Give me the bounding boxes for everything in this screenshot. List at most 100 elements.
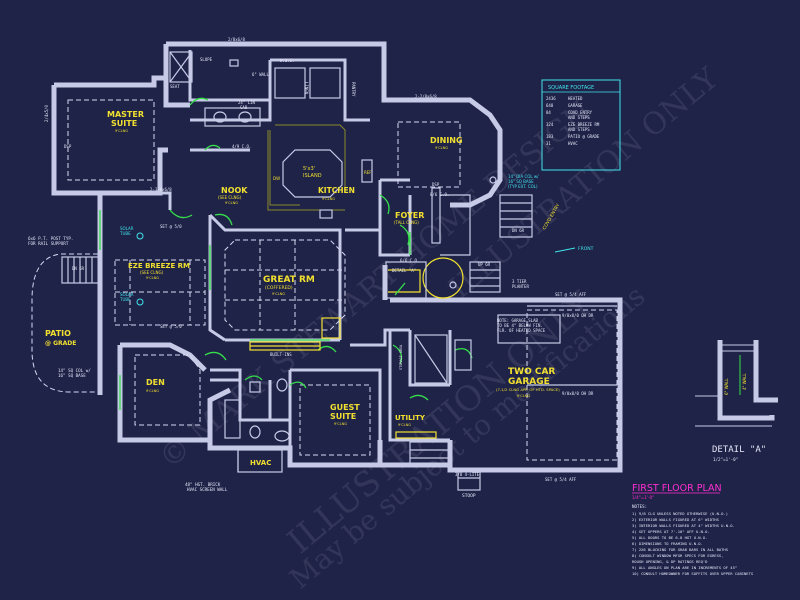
sqft-row-3-label-b: AND STEPS bbox=[568, 127, 590, 132]
sqft-row-1-label: GARAGE bbox=[568, 103, 583, 108]
annotations: 2/8x6/8 SLOPE SEAT 6" WALL 24" LIN CAB P… bbox=[44, 37, 594, 482]
ann-set-aff-2: SET @ 5/4 AFF bbox=[545, 477, 577, 482]
ann-top-door: 2/8x6/8 bbox=[228, 37, 245, 42]
ann-lin-lav: 24" LIN bbox=[238, 100, 255, 105]
utility-garage-details bbox=[395, 305, 617, 439]
ann-garage-door-1: 9/0x8/0 OH DR bbox=[562, 313, 594, 318]
plan-title: FIRST FLOOR PLAN bbox=[632, 483, 722, 494]
note-1: 1) 9/8 CLG UNLESS NOTED OTHERWISE (U.N.O… bbox=[632, 511, 728, 516]
ann-slope: SLOPE bbox=[200, 57, 213, 62]
den-label: DEN bbox=[146, 378, 165, 387]
den-clng: 9'CLNG bbox=[146, 389, 159, 393]
ann-window-a: 2-2/8x6/8 bbox=[415, 94, 437, 99]
ann-lin-lav-2: CAB bbox=[240, 105, 248, 110]
post-note-2: FOR RAIL SUPPORT bbox=[28, 241, 69, 246]
note-8b: ROUGH OPENING, & DP RATINGS REQ'D bbox=[632, 559, 708, 564]
built-ins-label: BUILT-INS bbox=[270, 352, 292, 357]
eze-breeze-sub: (SEE CLNG) bbox=[140, 270, 164, 275]
ann-garage-note-3: FLR. OF HEATED SPACE bbox=[497, 328, 546, 333]
utility-clng: 9'CLNG bbox=[398, 423, 411, 427]
kitchen-label: KITCHEN bbox=[318, 186, 355, 195]
patio-label-2: @ GRADE bbox=[45, 340, 76, 347]
island-label-1: 5'x3' bbox=[303, 166, 315, 172]
dw-label: DW bbox=[273, 176, 280, 181]
dining-label: DINING bbox=[430, 136, 463, 145]
sqft-row-5-num: 31 bbox=[546, 141, 551, 146]
cyan-callouts: SOLAR TUBE SOLAR TUBE 14" DIA COL w/ 16"… bbox=[119, 174, 594, 306]
note-3: 3) INTERIOR WALLS FIGURED AT 4" WIDTHS U… bbox=[632, 523, 735, 528]
ann-up-6r: UP 6R bbox=[478, 262, 491, 267]
sqft-row-2-num: 84 bbox=[546, 110, 551, 115]
note-4: 4) SET UPPERS AT 7'-10" AFF U.N.O. bbox=[632, 529, 710, 534]
kitchen-clng: 9'CLNG bbox=[322, 197, 335, 201]
col-base-note-2: 16" SQ BASE bbox=[58, 373, 86, 378]
ann-wic: W.I.C. bbox=[280, 58, 294, 63]
note-9: 9) ALL ANGLES ON PLAN ARE IN INCREMENTS … bbox=[632, 565, 737, 570]
ann-storage-1: STORAGE AREA bbox=[399, 344, 403, 370]
sqft-row-2-label: COVD ENTRY bbox=[568, 110, 593, 115]
note-6: 6) DIMENSIONS TO FRAMING U.N.O. bbox=[632, 541, 703, 546]
note-7: 7) 2X6 BLOCKING FOR GRAB BARS IN ALL BAT… bbox=[632, 547, 729, 552]
eze-breeze-clng: 9'CLNG bbox=[146, 276, 159, 280]
hvac-wall-note-1: 48" HGT. BRICK bbox=[185, 482, 221, 487]
sqft-row-3-label: EZE BREEZE RM bbox=[568, 122, 600, 127]
stairs bbox=[61, 194, 533, 491]
detail-label-1: 4" WALL bbox=[742, 373, 747, 390]
eze-breeze-label: EZE BREEZE RM bbox=[128, 262, 190, 270]
sqft-row-4-num: 183 bbox=[546, 134, 554, 139]
nook-sub: (SEE CLNG) bbox=[218, 195, 242, 200]
foyer-sub: (TALL CLNG) bbox=[394, 220, 419, 225]
ann-window-c: 2-3/0x6/8 bbox=[150, 187, 172, 192]
hvac-pad: HVAC 48" HGT. BRICK HVAC SCREEN WALL bbox=[185, 449, 283, 492]
ann-pantry: PANTRY bbox=[351, 82, 356, 97]
sqft-row-4-label: PATIO @ GRADE bbox=[568, 134, 600, 139]
ann-wall-6: 6" WALL bbox=[252, 72, 269, 77]
ann-four-lite: 3/0 4-LITE bbox=[455, 472, 480, 477]
sqft-row-0-label: HEATED bbox=[568, 96, 583, 101]
ann-co-86: 8/6 C.O. bbox=[430, 192, 449, 197]
ann-seat: SEAT bbox=[170, 84, 180, 89]
ann-linen: LINEN bbox=[304, 82, 309, 95]
col-dia-note-1: 14" DIA COL w/ bbox=[508, 174, 539, 179]
ann-tier-planter-1: 3 TIER bbox=[512, 279, 527, 284]
garage-clng: 9'CLNG bbox=[517, 394, 530, 398]
post-note-1: 6x6 P.T. POST TYP. bbox=[28, 236, 73, 241]
garage-sub: (7-1/2 CLNG APP. OF HTD. SPACE) bbox=[496, 387, 560, 392]
ann-tier-planter-2: PLANTER bbox=[512, 284, 529, 289]
door-swings bbox=[99, 97, 473, 410]
ann-garage-door-2: 9/0x8/0 OH DR bbox=[562, 391, 594, 396]
master-suite-label-2: SUITE bbox=[111, 119, 137, 128]
utility-label: UTILITY bbox=[395, 414, 426, 422]
guest-suite-label-1: GUEST bbox=[330, 403, 360, 412]
ann-set-aff-1: SET @ 5/4 AFF bbox=[555, 292, 587, 297]
dining-clng: 9'CLNG bbox=[435, 146, 448, 150]
detail-scale: 1/2"=1'-0" bbox=[713, 457, 738, 462]
solar-tube-2b: TUBE bbox=[119, 297, 131, 302]
exterior-walls bbox=[51, 41, 623, 473]
room-labels: MASTER SUITE 9'CLNG NOOK (SEE CLNG) 9'CL… bbox=[107, 110, 561, 499]
kitchen-area: 5'x3' ISLAND KITCHEN 9'CLNG REF DW bbox=[267, 124, 373, 219]
garage-label-1: TWO CAR bbox=[508, 367, 555, 377]
ann-dn-6r-2: DN 6R bbox=[72, 266, 85, 271]
notes-heading: NOTES: bbox=[632, 504, 647, 509]
hall-bath-fixtures bbox=[224, 378, 290, 442]
note-2: 2) EXTERIOR WALLS FIGURED AT 6" WIDTHS bbox=[632, 517, 720, 522]
nook-clng: 9'CLNG bbox=[225, 201, 238, 205]
island-label-2: ISLAND bbox=[303, 173, 322, 179]
ann-set-sill-1: SET @ 5/0 bbox=[160, 224, 182, 229]
hvac-wall-note-2: HVAC SCREEN WALL bbox=[187, 487, 228, 492]
great-rm-sub: (COFFERED) bbox=[265, 285, 293, 291]
master-suite-clng: 9'CLNG bbox=[115, 129, 128, 133]
note-8: 8) CONSULT WINDOW MFGR SPECS FOR EGRESS, bbox=[632, 553, 723, 558]
note-10: 10) CONSULT HOMEOWNER FOR SOFFITS OVER U… bbox=[632, 571, 754, 576]
guest-suite-clng: 9'CLNG bbox=[334, 422, 347, 426]
patio-label-1: PATIO bbox=[45, 329, 71, 338]
guest-suite-label-2: SUITE bbox=[330, 412, 356, 421]
great-rm-clng: 9'CLNG bbox=[272, 292, 285, 296]
patio-area: PATIO @ GRADE 6x6 P.T. POST TYP. FOR RAI… bbox=[28, 236, 98, 393]
master-suite-label-1: MASTER bbox=[107, 110, 144, 119]
detail-label-2: 6" WALL bbox=[724, 378, 729, 395]
garage-label-2: GARAGE bbox=[508, 377, 550, 387]
detail-a: 4" WALL 6" WALL DETAIL "A" 1/2"=1'-0" bbox=[695, 340, 778, 462]
note-5: 5) ALL DOORS TO BE 6-8 HGT U.N.O. bbox=[632, 535, 707, 540]
